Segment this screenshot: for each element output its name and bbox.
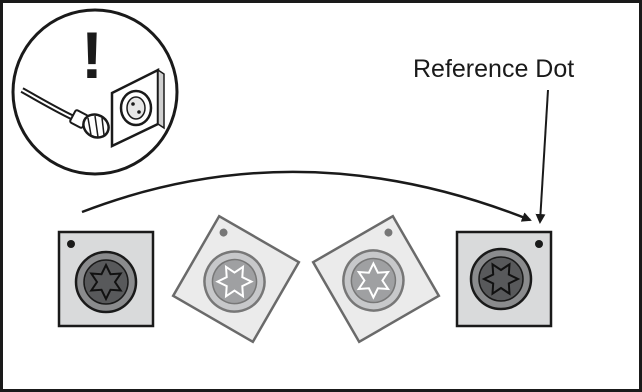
- reference-pointer-arrow: [535, 89, 549, 224]
- reference-dot: [67, 240, 75, 248]
- plug-icon: [69, 109, 110, 139]
- reference-dot: [384, 228, 393, 237]
- rotation-arrow-icon: [81, 170, 532, 222]
- warning-exclamation-icon: !: [81, 18, 103, 92]
- unplug-power-cord-icon: !: [11, 8, 179, 176]
- reference-dot-label: Reference Dot: [413, 55, 574, 83]
- reference-dot: [535, 240, 543, 248]
- knob-panel: [455, 230, 553, 328]
- knob-panel: [171, 214, 301, 344]
- reference-dot: [219, 228, 228, 237]
- wall-outlet-icon: [110, 67, 165, 148]
- rotation-sequence: [57, 214, 553, 344]
- knob-panel: [311, 214, 441, 344]
- knob-panel: [57, 230, 155, 328]
